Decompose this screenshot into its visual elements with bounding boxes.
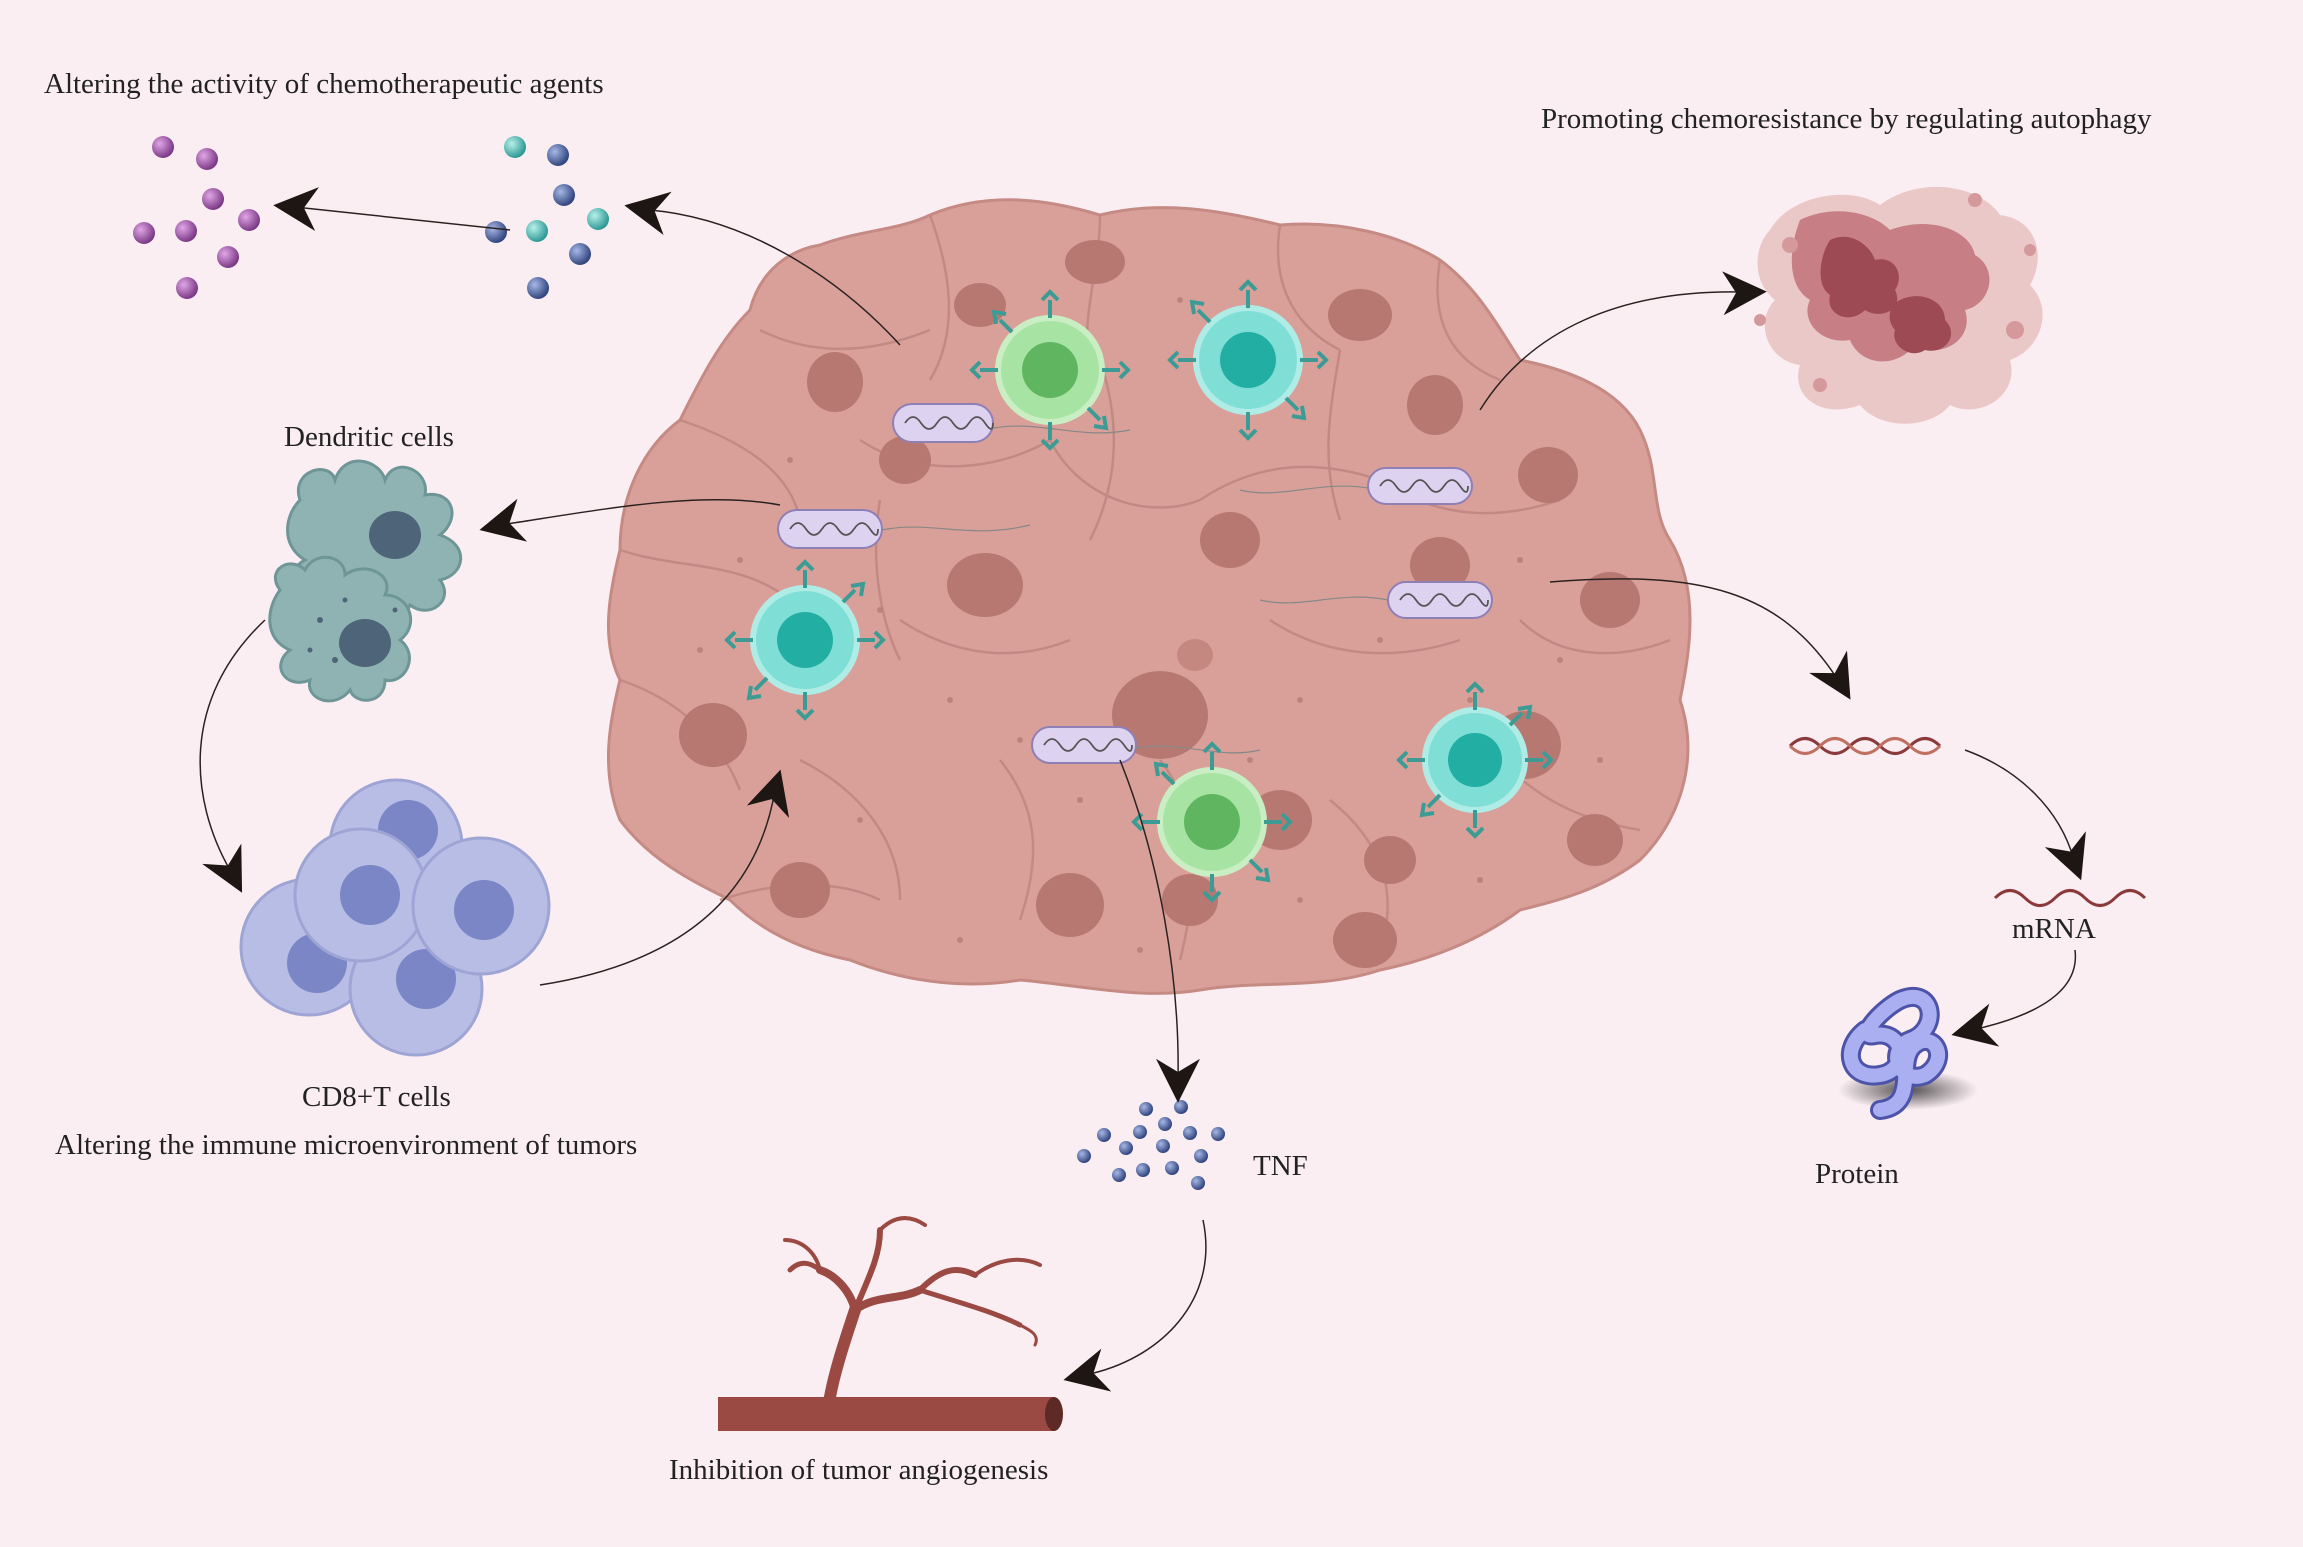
t-cell-icon <box>1167 279 1329 441</box>
t-cell-icon <box>1131 741 1293 903</box>
label-dendritic-cells: Dendritic cells <box>284 421 454 453</box>
label-chemo: Altering the activity of chemotherapeuti… <box>44 68 604 100</box>
bacteria-icon <box>1259 581 1493 619</box>
label-angiogenesis: Inhibition of tumor angiogenesis <box>669 1454 1048 1486</box>
label-cd8-t-cells: CD8+T cells <box>302 1081 451 1113</box>
molecule-dots-icon <box>485 136 609 299</box>
t-cell-icon <box>1396 681 1554 839</box>
bacteria-icon <box>1239 467 1473 505</box>
t-cell-icon <box>969 289 1131 451</box>
bacteria-icon <box>1031 726 1261 764</box>
blood-vessel-icon <box>718 1216 1063 1431</box>
label-protein: Protein <box>1815 1158 1899 1190</box>
molecule-dots-icon <box>1077 1100 1225 1190</box>
bacteria-icon <box>777 509 1031 549</box>
dendritic-cell-icon <box>268 555 413 703</box>
molecule-dots-icon <box>133 136 260 299</box>
protein-icon <box>1838 987 1978 1120</box>
tumor-mass-icon <box>606 198 1692 995</box>
bacteria-icon <box>892 403 1131 443</box>
label-mrna: mRNA <box>2012 913 2096 945</box>
t-cell-icon <box>724 559 886 721</box>
dna-helix-icon <box>1788 737 1942 755</box>
label-autophagy: Promoting chemoresistance by regulating … <box>1541 103 2152 135</box>
label-tnf: TNF <box>1253 1150 1308 1182</box>
mrna-icon <box>1993 889 2147 907</box>
autophagy-cell-icon <box>1754 186 2043 424</box>
label-immune-microenvironment: Altering the immune microenvironment of … <box>55 1129 637 1161</box>
cd8-t-cell-icon <box>239 778 551 1057</box>
